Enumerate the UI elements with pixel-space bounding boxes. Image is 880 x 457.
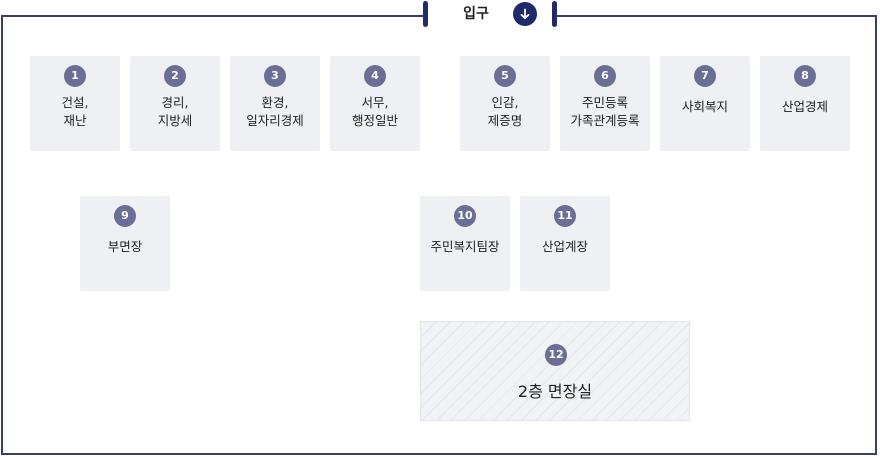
- room-number-badge: 2: [164, 65, 186, 87]
- room-9[interactable]: 9 부면장: [80, 196, 170, 291]
- room-2[interactable]: 2 경리, 지방세: [130, 56, 220, 151]
- room-number-badge: 5: [494, 65, 516, 87]
- entrance-label: 입구: [463, 6, 489, 22]
- room-label: 인감, 제증명: [487, 95, 523, 128]
- room-label: 산업경제: [781, 99, 828, 114]
- room-label: 환경, 일자리경제: [246, 95, 304, 128]
- room-number-badge: 7: [694, 65, 716, 87]
- room-label: 경리, 지방세: [157, 95, 193, 128]
- room-label: 사회복지: [681, 99, 728, 114]
- room-12-meeting-room[interactable]: 12 2층 면장실: [420, 321, 690, 421]
- floor-plan-frame: [1, 15, 877, 455]
- room-number-badge: 8: [794, 65, 816, 87]
- room-label: 서무, 행정일반: [351, 95, 398, 128]
- room-number-badge: 1: [64, 65, 86, 87]
- room-5[interactable]: 5 인감, 제증명: [460, 56, 550, 151]
- room-10[interactable]: 10 주민복지팀장: [420, 196, 510, 291]
- wall-top-left: [1, 15, 426, 17]
- room-number-badge: 11: [554, 205, 576, 227]
- entrance-marker-left: [423, 1, 428, 27]
- room-number-badge: 3: [264, 65, 286, 87]
- room-number-badge: 10: [454, 205, 476, 227]
- room-label: 건설, 재난: [61, 95, 89, 128]
- room-1[interactable]: 1 건설, 재난: [30, 56, 120, 151]
- entrance-marker-right: [552, 1, 557, 27]
- room-7[interactable]: 7 사회복지: [660, 56, 750, 151]
- room-3[interactable]: 3 환경, 일자리경제: [230, 56, 320, 151]
- room-label: 2층 면장실: [517, 382, 593, 401]
- arrow-down-icon: [513, 2, 537, 26]
- room-label: 주민복지팀장: [430, 239, 500, 254]
- room-number-badge: 6: [594, 65, 616, 87]
- room-4[interactable]: 4 서무, 행정일반: [330, 56, 420, 151]
- wall-top-right: [556, 15, 877, 17]
- room-6[interactable]: 6 주민등록 가족관계등록: [560, 56, 650, 151]
- room-label: 주민등록 가족관계등록: [570, 95, 640, 128]
- room-label: 산업계장: [541, 239, 588, 254]
- room-label: 부면장: [107, 239, 143, 254]
- room-number-badge: 9: [114, 205, 136, 227]
- room-number-badge: 4: [364, 65, 386, 87]
- room-8[interactable]: 8 산업경제: [760, 56, 850, 151]
- room-11[interactable]: 11 산업계장: [520, 196, 610, 291]
- room-number-badge: 12: [545, 344, 567, 366]
